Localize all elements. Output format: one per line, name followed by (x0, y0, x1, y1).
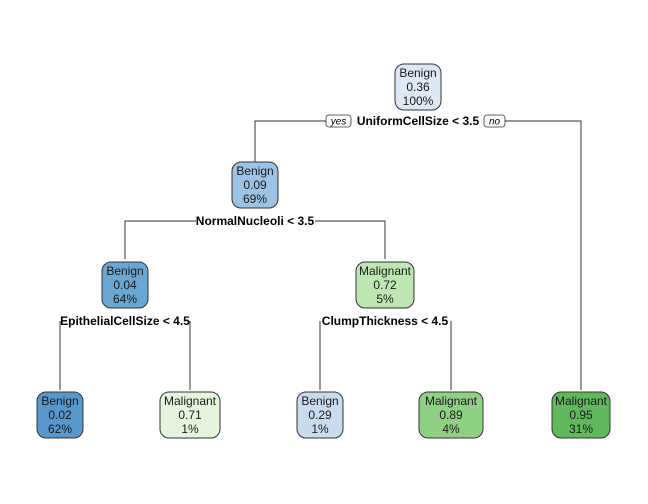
node-percentage: 1% (181, 422, 199, 436)
branch-no-label: no (489, 117, 501, 128)
node-class-label: Malignant (555, 394, 608, 408)
node-percentage: 64% (113, 292, 137, 306)
split-label-s_n4: EpithelialCellSize < 4.5 (60, 314, 190, 328)
tree-nodes: Benign0.36100%Benign0.0969%Benign0.0464%… (36, 63, 611, 439)
node-class-label: Benign (301, 394, 338, 408)
node-box (355, 261, 415, 309)
node-box (36, 391, 84, 439)
node-box (418, 391, 484, 439)
node-probability: 0.95 (569, 408, 593, 422)
node-class-label: Benign (236, 164, 273, 178)
branch-no-tag: no (483, 114, 506, 128)
node-percentage: 69% (243, 192, 267, 206)
node-probability: 0.71 (178, 408, 202, 422)
edge-n2-right (315, 220, 386, 259)
split-label-s_root: UniformCellSize < 3.5 (357, 114, 480, 128)
tree-edges (59, 120, 582, 390)
split-label-s_n5: ClumpThickness < 4.5 (322, 314, 449, 328)
node-probability: 0.02 (48, 408, 72, 422)
node-percentage: 4% (442, 422, 460, 436)
node-box (159, 391, 221, 439)
node-class-label: Benign (106, 264, 143, 278)
node-probability: 0.72 (373, 278, 397, 292)
node-probability: 0.04 (113, 278, 137, 292)
node-class-label: Malignant (164, 394, 217, 408)
node-percentage: 100% (403, 94, 434, 108)
branch-yes-tag: yes (325, 114, 352, 128)
split-label-s_n2: NormalNucleoli < 3.5 (196, 214, 315, 228)
node-box (551, 391, 611, 439)
node-box (296, 391, 344, 439)
node-box (394, 63, 442, 111)
node-percentage: 5% (376, 292, 394, 306)
node-class-label: Benign (41, 394, 78, 408)
node-percentage: 62% (48, 422, 72, 436)
node-percentage: 1% (311, 422, 329, 436)
edge-root-right (505, 120, 582, 390)
node-box (101, 261, 149, 309)
node-class-label: Malignant (359, 264, 412, 278)
node-probability: 0.09 (243, 178, 267, 192)
node-class-label: Malignant (425, 394, 478, 408)
node-box (231, 161, 279, 209)
edge-n2-left (124, 220, 196, 259)
node-probability: 0.36 (406, 80, 430, 94)
branch-yes-label: yes (330, 117, 347, 128)
node-probability: 0.29 (308, 408, 332, 422)
node-class-label: Benign (399, 66, 436, 80)
node-percentage: 31% (569, 422, 593, 436)
node-probability: 0.89 (439, 408, 463, 422)
